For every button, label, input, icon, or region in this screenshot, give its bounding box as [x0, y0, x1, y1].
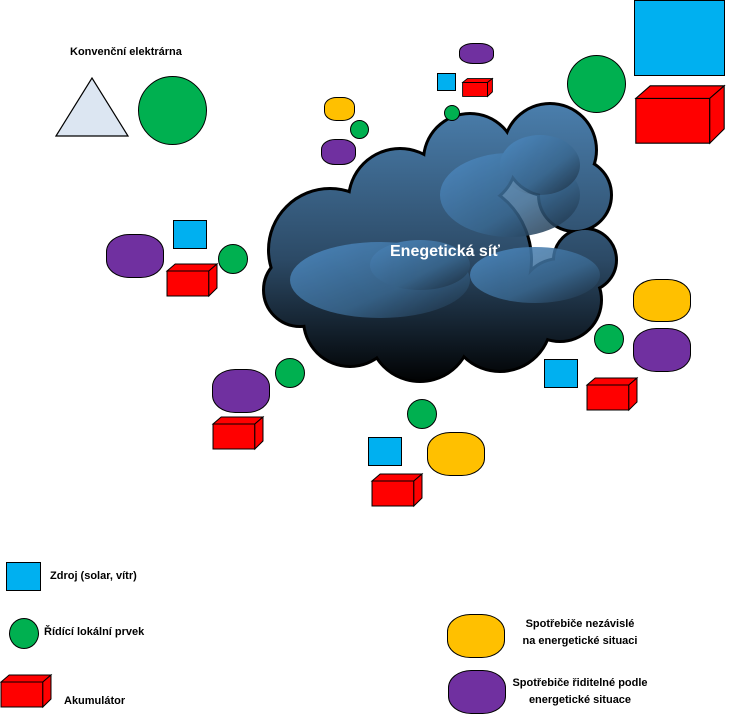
controller-circle — [567, 55, 626, 113]
source-square — [368, 437, 402, 466]
accumulator-box — [634, 84, 726, 145]
legend-independent-line2: na energetické situaci — [522, 635, 638, 647]
accumulator-box — [461, 77, 494, 98]
source-square — [437, 73, 456, 91]
source-square — [634, 0, 725, 76]
legend-independent-icon — [447, 614, 505, 658]
controllable-consumer — [633, 328, 691, 372]
accumulator-box — [165, 262, 219, 298]
legend-accumulator-icon — [0, 673, 53, 709]
source-square — [173, 220, 207, 249]
controller-circle — [218, 244, 248, 274]
independent-consumer — [324, 97, 355, 121]
power-plant-triangle-icon — [54, 76, 130, 137]
legend-independent-line1: Spotřebiče nezávislé — [525, 618, 635, 630]
legend-accumulator-label: Akumulátor — [64, 695, 126, 707]
legend-controller-label: Řídící lokální prvek — [44, 626, 145, 638]
accumulator-box — [370, 472, 424, 508]
controllable-consumer — [459, 43, 494, 64]
accumulator-box — [211, 415, 265, 451]
legend-source-icon — [6, 562, 41, 591]
source-square — [544, 359, 578, 388]
controller-circle — [275, 358, 305, 388]
grid-title: Enegetická síť — [390, 243, 500, 260]
legend-independent-label: Spotřebiče nezávislé na energetické situ… — [510, 616, 650, 650]
controllable-consumer — [321, 139, 356, 165]
controller-circle — [350, 120, 369, 139]
controller-circle — [594, 324, 624, 354]
controller-circle — [138, 76, 207, 145]
controllable-consumer — [106, 234, 164, 278]
legend-controllable-icon — [448, 670, 506, 714]
independent-consumer — [427, 432, 485, 476]
legend-controllable-line2: energetické situace — [528, 694, 632, 706]
legend-controller-icon — [9, 618, 39, 649]
legend-controllable-line1: Spotřebiče řiditelné podle — [512, 677, 648, 689]
legend-controllable-label: Spotřebiče řiditelné podle energetické s… — [510, 675, 650, 709]
controllable-consumer — [212, 369, 270, 413]
accumulator-box — [585, 376, 639, 412]
controller-circle — [444, 105, 460, 121]
independent-consumer — [633, 279, 691, 322]
power-plant-label: Konvenční elektrárna — [70, 46, 182, 58]
legend-source-label: Zdroj (solar, vítr) — [50, 570, 137, 582]
controller-circle — [407, 399, 437, 429]
